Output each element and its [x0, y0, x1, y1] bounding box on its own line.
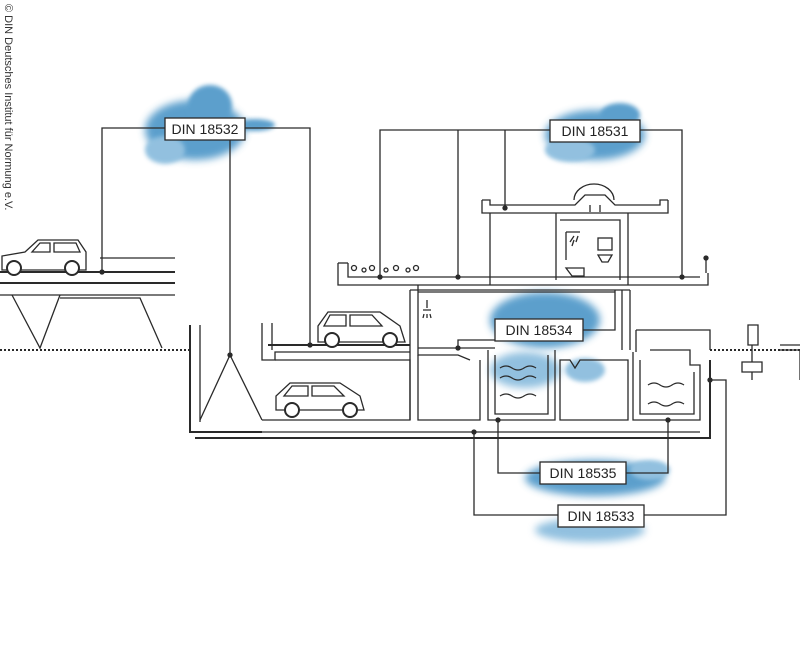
label-din-18534: DIN 18534: [494, 318, 584, 342]
label-din-18532-text: DIN 18532: [172, 121, 239, 137]
washbasin-icon: [596, 237, 614, 263]
leader-din-18533: [471, 377, 727, 516]
building-structure: [337, 183, 709, 421]
copyright-notice: © DIN Deutsches Institut für Normung e.V…: [2, 4, 14, 211]
leader-din-18532: [99, 127, 313, 421]
label-din-18531-text: DIN 18531: [562, 123, 629, 139]
drain-post: [741, 324, 800, 380]
leader-din-18534: [455, 290, 616, 351]
toilet-icon: [564, 267, 585, 277]
label-din-18532: DIN 18532: [164, 117, 246, 141]
roof-gravel: [350, 264, 420, 273]
garage-structure: [189, 290, 711, 439]
car-lower-garage-icon: [275, 382, 365, 418]
leader-din-18535: [495, 417, 671, 474]
label-din-18535: DIN 18535: [539, 461, 627, 485]
car-bridge-icon: [1, 239, 87, 276]
label-din-18535-text: DIN 18535: [550, 465, 617, 481]
label-din-18533: DIN 18533: [557, 504, 645, 528]
bridge-road: [0, 257, 175, 350]
water-tank-right: [632, 329, 711, 421]
middle-basement-room: [559, 359, 629, 421]
water-tank-left: [487, 350, 556, 421]
shower-icon: [422, 231, 580, 319]
car-upper-garage-icon: [317, 311, 406, 348]
label-din-18531: DIN 18531: [549, 119, 641, 143]
label-din-18534-text: DIN 18534: [506, 322, 573, 338]
leader-din-18531: [377, 129, 709, 280]
label-din-18533-text: DIN 18533: [568, 508, 635, 524]
